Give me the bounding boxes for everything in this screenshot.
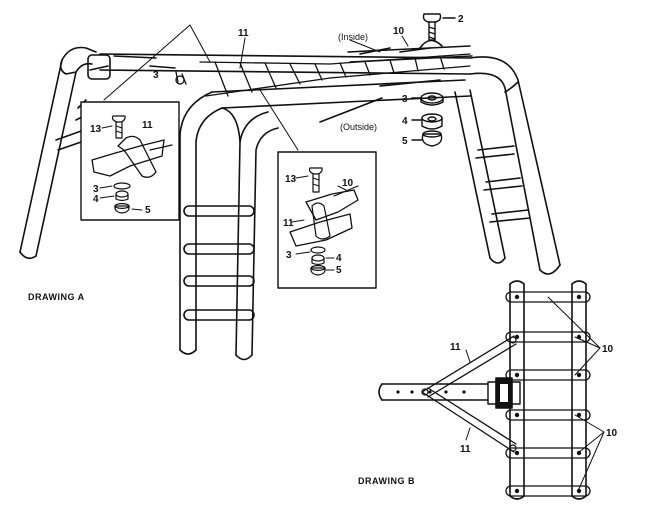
label-detail-right-3: 3 xyxy=(286,250,292,261)
overhead-ladder xyxy=(175,53,471,97)
caption-drawing-b: DRAWING B xyxy=(358,476,415,486)
detail-inset-right xyxy=(277,151,377,289)
label-part-5-right: 5 xyxy=(402,136,408,147)
label-outside: (Outside) xyxy=(340,122,377,132)
svg-text:3: 3 xyxy=(153,70,159,81)
drawing-b-rungs xyxy=(505,291,591,497)
drawing-a-labels: 11 10 2 (Inside) (Outside) 3 4 5 DRAWING… xyxy=(28,14,464,302)
detail-inset-left xyxy=(80,101,180,221)
hardware-stack-right xyxy=(411,13,456,147)
label-b-part-11-lower: 11 xyxy=(460,444,471,455)
label-part-3-right: 3 xyxy=(402,94,408,105)
label-detail-left-4: 4 xyxy=(93,194,99,205)
label-detail-right-10: 10 xyxy=(342,178,354,189)
drawing-b xyxy=(378,280,605,500)
label-detail-left-13: 13 xyxy=(90,124,102,135)
detail-right-labels: 13 10 11 3 4 5 xyxy=(283,174,354,276)
label-part-2: 2 xyxy=(458,14,464,25)
ladder-rungs xyxy=(183,205,255,321)
label-b-part-11-upper: 11 xyxy=(450,342,461,353)
label-detail-left-5: 5 xyxy=(145,205,151,216)
label-part-4-right: 4 xyxy=(402,116,408,127)
label-detail-right-13: 13 xyxy=(285,174,297,185)
detail-left-labels: 13 11 3 4 5 xyxy=(90,120,153,216)
drawing-b-labels: 11 11 10 10 DRAWING B xyxy=(358,342,618,486)
caption-drawing-a: DRAWING A xyxy=(28,292,85,302)
label-detail-right-4: 4 xyxy=(336,253,342,264)
label-detail-left-3: 3 xyxy=(93,184,99,195)
label-part-11-top: 11 xyxy=(238,28,249,39)
label-detail-left-11: 11 xyxy=(142,120,153,131)
label-b-part-10-lower: 10 xyxy=(606,428,618,439)
label-part-10-top: 10 xyxy=(393,26,405,37)
label-detail-right-5: 5 xyxy=(336,265,342,276)
label-inside: (Inside) xyxy=(338,32,368,42)
label-b-part-10-upper: 10 xyxy=(602,344,614,355)
drawing-a-frame: 3 xyxy=(19,39,561,361)
label-detail-right-11: 11 xyxy=(283,218,294,229)
